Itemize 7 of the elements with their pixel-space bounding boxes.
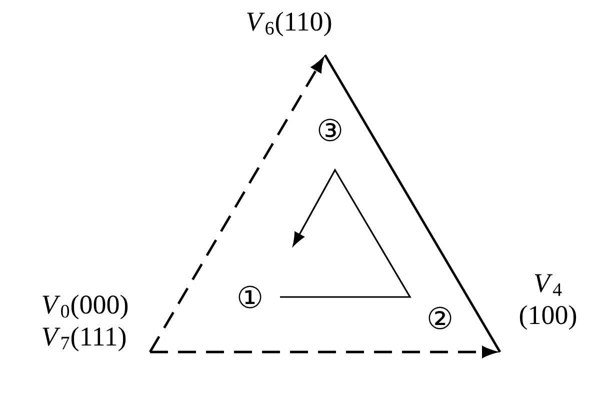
step-number: ③ (318, 118, 342, 142)
vertex-label: V$_{4}$ (100) (520, 274, 576, 330)
step-number: ① (238, 286, 262, 308)
arrow (148, 58, 324, 353)
vertex-label: V$_{0}$(000) V$_{7}$(111) (42, 294, 128, 352)
step-number: ② (428, 306, 452, 330)
vertex-label: V$_{6}$(110) (247, 12, 332, 36)
